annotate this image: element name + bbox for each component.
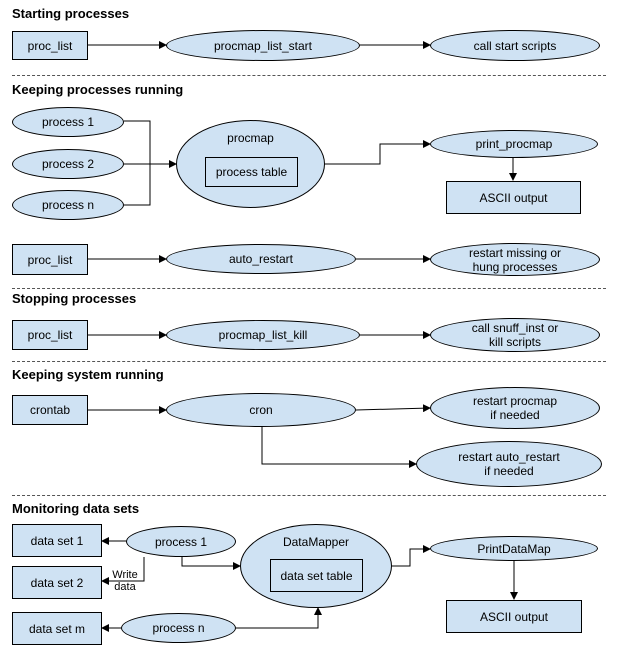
line-processn — [124, 164, 151, 206]
arrow-cron-to-restartprocmap — [355, 404, 431, 413]
data-set-m-box: data set m — [12, 612, 102, 645]
cron-ellipse: cron — [166, 393, 356, 427]
process-n-ellipse-monitoring: process n — [121, 613, 236, 643]
separator-3 — [12, 361, 606, 362]
heading-keeping: Keeping processes running — [12, 82, 184, 97]
data-set-table-box: data set table — [270, 559, 363, 592]
ascii-output-box-2: ASCII output — [446, 600, 582, 633]
procmap-list-kill-ellipse: procmap_list_kill — [166, 320, 360, 350]
process-1-ellipse-monitoring: process 1 — [126, 526, 236, 557]
proc-list-box: proc_list — [12, 31, 88, 60]
arrow-procmap-to-print — [325, 140, 431, 165]
datamapper-ellipse: DataMapper data set table — [240, 524, 392, 608]
process-table-box: process table — [205, 157, 298, 187]
process-2-ellipse: process 2 — [12, 149, 124, 179]
arrow-process1-to-ds2 — [101, 557, 145, 585]
process-1-ellipse: process 1 — [12, 107, 124, 137]
data-set-2-box: data set 2 — [12, 566, 102, 599]
procmap-ellipse: procmap process table — [176, 120, 325, 208]
arrow-process1-to-datamapper — [181, 557, 241, 570]
line-process1 — [124, 120, 151, 164]
separator-1 — [12, 75, 606, 76]
heading-monitoring: Monitoring data sets — [12, 501, 140, 516]
process-n-ellipse: process n — [12, 190, 124, 220]
call-snuff-ellipse: call snuff_inst or kill scripts — [430, 318, 600, 352]
print-procmap-ellipse: print_procmap — [430, 130, 598, 158]
arrow-processn-to-datamapper — [236, 607, 322, 629]
heading-system: Keeping system running — [12, 367, 164, 382]
auto-restart-ellipse: auto_restart — [166, 244, 356, 274]
proc-list-box-3: proc_list — [12, 320, 88, 350]
arrow-datamapper-to-printdatamap — [392, 545, 431, 567]
crontab-box: crontab — [12, 395, 88, 425]
procmap-label: procmap — [227, 131, 274, 145]
call-start-scripts-ellipse: call start scripts — [430, 30, 600, 61]
restart-auto-restart-ellipse: restart auto_restart if needed — [416, 441, 602, 487]
ascii-output-box: ASCII output — [446, 181, 581, 214]
restart-procmap-ellipse: restart procmap if needed — [430, 387, 600, 429]
procmap-list-start-ellipse: procmap_list_start — [166, 30, 360, 61]
proc-list-box-2: proc_list — [12, 244, 88, 275]
restart-missing-ellipse: restart missing or hung processes — [430, 243, 600, 276]
heading-stopping: Stopping processes — [12, 291, 137, 306]
datamapper-label: DataMapper — [282, 535, 350, 549]
heading-starting: Starting processes — [12, 6, 130, 21]
separator-4 — [12, 495, 606, 496]
data-set-1-box: data set 1 — [12, 524, 102, 557]
separator-2 — [12, 288, 606, 289]
arrow-cron-to-restartauto — [261, 427, 417, 468]
write-data-label: Write data — [112, 569, 138, 593]
printdatamap-ellipse: PrintDataMap — [430, 536, 598, 561]
